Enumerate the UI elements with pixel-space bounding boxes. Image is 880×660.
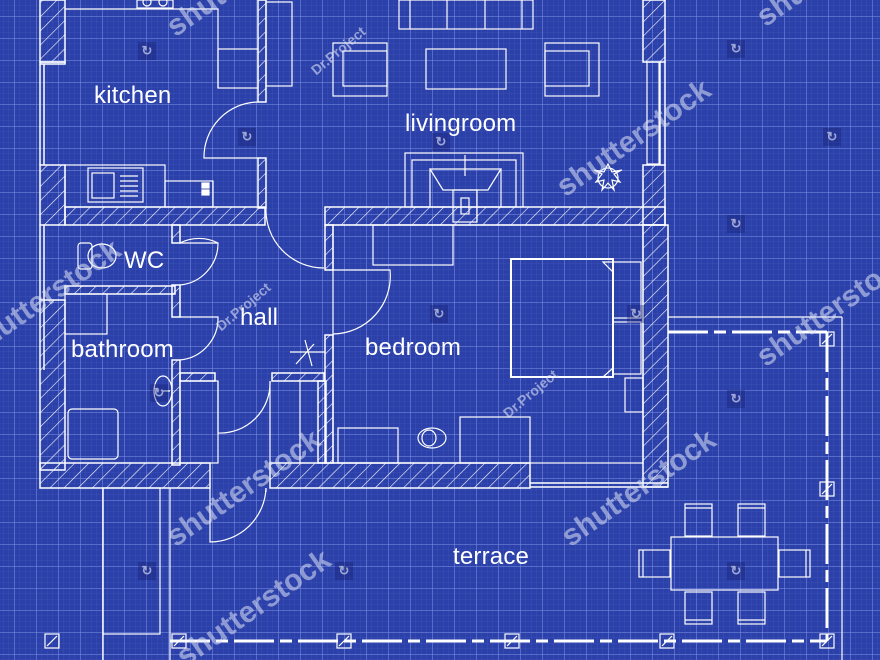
terrace-door [209, 487, 267, 543]
watermark-icon: ↻ [432, 133, 450, 151]
room-label-hall: hall [240, 304, 279, 331]
livingroom-door [265, 207, 325, 269]
watermark-icon: ↻ [727, 40, 745, 58]
wc-door [179, 237, 219, 286]
bedroom-furniture [332, 224, 644, 464]
room-label-terrace: terrace [453, 543, 530, 570]
watermark-icon: ↻ [430, 305, 448, 323]
watermark-icon: ↻ [823, 128, 841, 146]
watermark-icon: ↻ [727, 390, 745, 408]
bedroom-door [332, 269, 391, 335]
kitchen-furniture [64, 0, 293, 208]
plant-icon [593, 162, 623, 193]
pergola-posts [44, 331, 835, 649]
watermark-icon: ↻ [727, 562, 745, 580]
watermark-icon: ↻ [150, 384, 168, 402]
watermark-icon: ↻ [138, 42, 156, 60]
watermark-icon: ↻ [238, 128, 256, 146]
plant-icon [417, 427, 447, 449]
room-label-kitchen: kitchen [94, 82, 172, 109]
dining-table [638, 503, 811, 625]
terrace [44, 316, 843, 660]
watermark-icon: ↻ [138, 562, 156, 580]
bathroom-fixtures [64, 237, 325, 464]
room-label-livingroom: livingroom [405, 110, 517, 137]
watermark-icon: ↻ [335, 562, 353, 580]
watermark-icon: ↻ [727, 215, 745, 233]
room-label-bathroom: bathroom [71, 336, 174, 363]
kitchen-door [203, 101, 259, 159]
room-label-wc: WC [124, 247, 165, 274]
room-label-bedroom: bedroom [365, 334, 462, 361]
livingroom-furniture [332, 0, 660, 223]
watermark-icon: ↻ [627, 305, 645, 323]
